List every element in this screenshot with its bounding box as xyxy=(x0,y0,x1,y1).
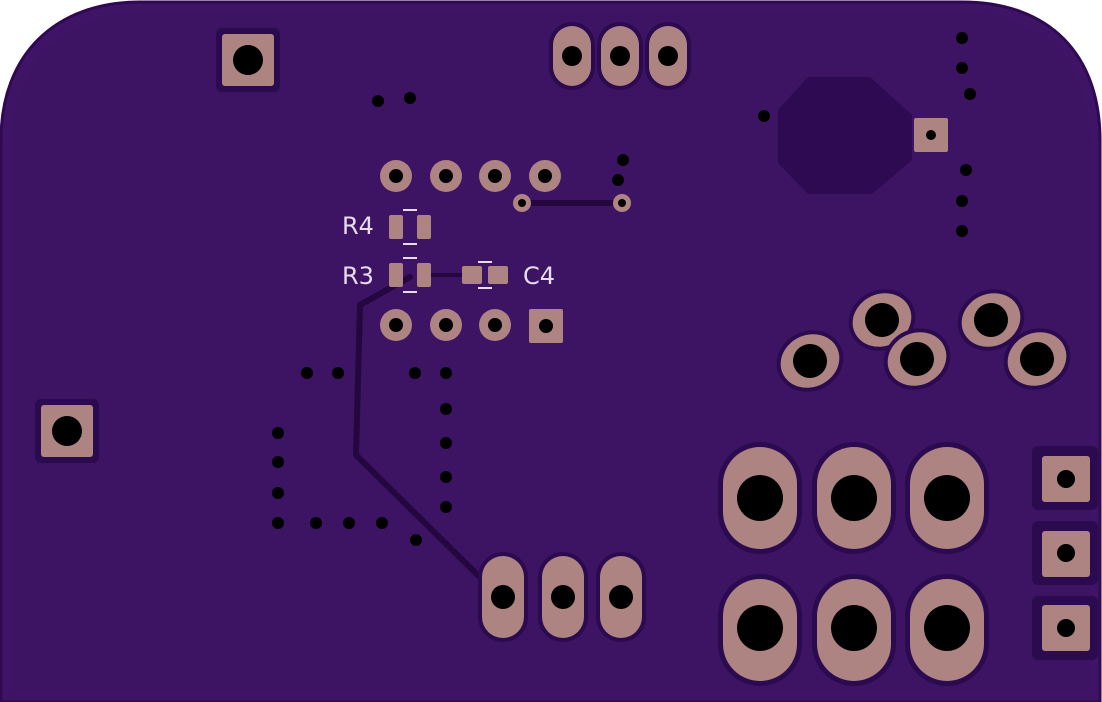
smd-components: R4 R3 C4 xyxy=(342,209,555,293)
oval-pad xyxy=(549,22,595,90)
via xyxy=(440,403,452,415)
ic-pad xyxy=(479,160,511,192)
via xyxy=(272,456,284,468)
via xyxy=(343,517,355,529)
via xyxy=(404,92,416,104)
pad-square-right-1 xyxy=(1032,446,1098,510)
oval-pad xyxy=(597,22,643,90)
via xyxy=(960,164,972,176)
angled-pad xyxy=(883,328,951,390)
via xyxy=(332,367,344,379)
r4-footprint xyxy=(389,209,431,245)
ic-pad xyxy=(529,160,561,192)
via xyxy=(956,32,968,44)
oval-pad xyxy=(478,552,528,642)
r4-label: R4 xyxy=(342,212,374,240)
pad-square-octagon xyxy=(914,118,948,152)
via xyxy=(956,225,968,237)
via xyxy=(964,88,976,100)
ic-pad xyxy=(430,160,462,192)
via xyxy=(440,437,452,449)
large-pad xyxy=(905,442,989,554)
via xyxy=(310,517,322,529)
large-pad xyxy=(905,574,989,686)
via xyxy=(301,367,313,379)
large-pad xyxy=(718,574,802,686)
via xyxy=(272,487,284,499)
via xyxy=(376,517,388,529)
angled-pad xyxy=(776,330,844,392)
angled-oval-pads xyxy=(776,289,1071,392)
large-pad xyxy=(812,442,896,554)
ic-pad-1 xyxy=(529,309,563,343)
trace-main xyxy=(353,274,503,600)
large-pad xyxy=(718,442,802,554)
large-pad xyxy=(812,574,896,686)
oval-pad xyxy=(596,552,646,642)
r3-footprint xyxy=(389,257,431,293)
via-pad xyxy=(613,194,631,212)
via xyxy=(758,110,770,122)
octagon-copper-area xyxy=(778,77,912,194)
via xyxy=(409,367,421,379)
via xyxy=(956,195,968,207)
pad-square-left xyxy=(35,399,99,463)
via xyxy=(440,471,452,483)
via xyxy=(956,62,968,74)
vias xyxy=(272,32,976,546)
bottom-oval-pads xyxy=(478,552,646,642)
via xyxy=(440,501,452,513)
pad-square-top-left xyxy=(216,28,280,92)
oval-pad xyxy=(538,552,588,642)
large-connector-pads xyxy=(718,442,989,686)
ic-pads xyxy=(380,160,631,343)
via xyxy=(410,534,422,546)
ic-pad xyxy=(430,309,462,341)
angled-pad xyxy=(957,289,1025,351)
via xyxy=(612,174,624,186)
ic-pad xyxy=(380,160,412,192)
c4-label: C4 xyxy=(523,262,555,290)
via xyxy=(617,154,629,166)
ic-pad xyxy=(479,309,511,341)
via xyxy=(272,517,284,529)
oval-pad xyxy=(645,22,691,90)
pad-square-right-2 xyxy=(1032,521,1098,585)
r3-label: R3 xyxy=(342,262,374,290)
pad-square-right-3 xyxy=(1032,596,1098,660)
via xyxy=(272,427,284,439)
via xyxy=(440,367,452,379)
angled-pad xyxy=(1003,328,1071,390)
square-pads xyxy=(35,28,1098,660)
top-oval-pads xyxy=(549,22,691,90)
ic-pad xyxy=(380,309,412,341)
via xyxy=(372,95,384,107)
c4-footprint xyxy=(462,261,508,289)
via-pad xyxy=(513,194,531,212)
